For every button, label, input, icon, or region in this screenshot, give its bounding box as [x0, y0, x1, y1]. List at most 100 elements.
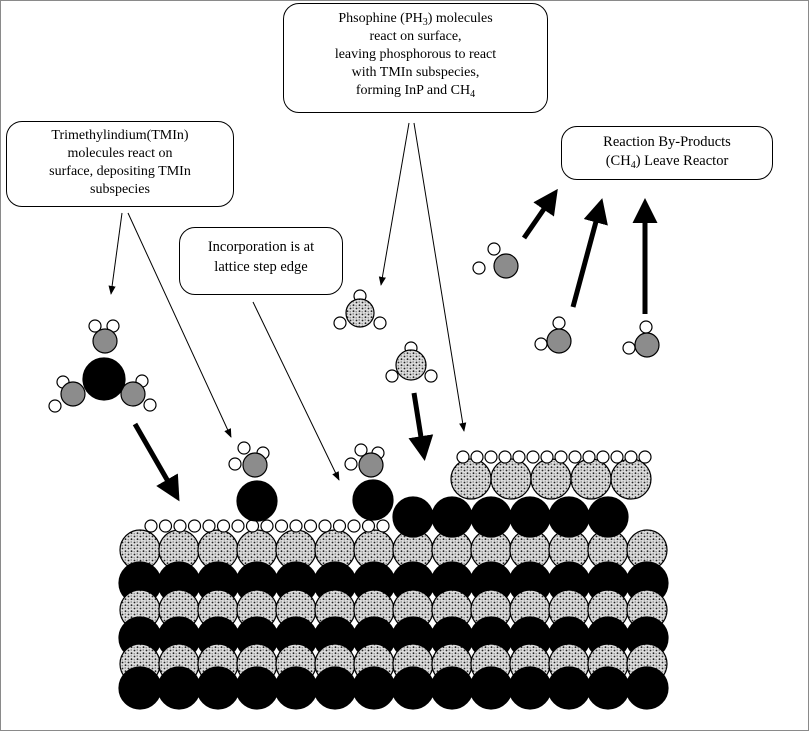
indium-atom: [508, 666, 552, 710]
methane-byproduct-molecule: [622, 320, 660, 358]
hydrogen-atom: [554, 450, 568, 464]
phosphine-line1-post: ) molecules: [427, 11, 493, 26]
hydrogen-atom: [470, 450, 484, 464]
indium-atom: [352, 666, 396, 710]
hydrogen-atom: [332, 519, 347, 533]
hydrogen-atom: [344, 457, 358, 471]
hydrogen-atom: [289, 519, 303, 533]
tmin-callout-line-3: surface, depositing TMIn: [49, 164, 191, 179]
carbon-atom: [92, 328, 118, 354]
hydrogen-atom: [596, 450, 610, 464]
pointer-arrow: [413, 122, 467, 432]
phosphorus-atom: [450, 458, 492, 500]
phosphine-callout-line-1: Phsophine (PH3) molecules: [292, 10, 539, 28]
hydrogen-atom: [333, 316, 347, 330]
hydrogen-atom: [260, 519, 274, 533]
hydrogen-atom: [173, 519, 187, 533]
hydrogen-atom: [622, 341, 636, 355]
indium-atom: [236, 480, 278, 522]
phosphorus-atom: [395, 349, 427, 381]
pointer-arrow: [108, 212, 123, 295]
indium-atom: [274, 666, 318, 710]
hydrogen-atom: [231, 519, 245, 533]
hydrogen-atom: [158, 519, 173, 533]
carbon-atom: [120, 381, 146, 407]
hydrogen-atom: [228, 457, 242, 471]
step-edge-tmin-subspecies: [344, 443, 394, 521]
reaction-arrows: [108, 122, 658, 502]
pointer-arrow: [378, 122, 410, 286]
hydrogen-atom: [88, 319, 102, 333]
motion-arrow: [570, 198, 608, 308]
gas-phase-molecules: [48, 242, 660, 522]
byproducts-callout: Reaction By-Products (CH4) Leave Reactor: [561, 126, 773, 180]
incorporation-callout-line-2: lattice step edge: [214, 259, 308, 275]
indium-atom: [313, 666, 357, 710]
indium-atom: [82, 357, 126, 401]
indium-atom: [509, 496, 551, 538]
byproducts-callout-line-2: (CH4) Leave Reactor: [570, 152, 764, 171]
indium-atom: [430, 666, 474, 710]
phosphine-molecule: [333, 289, 387, 330]
phosphine-line5-sub: 4: [470, 89, 476, 100]
hydrogen-atom: [245, 519, 260, 533]
incorporation-callout: Incorporation is at lattice step edge: [179, 227, 343, 295]
phosphorus-atom: [610, 458, 652, 500]
byproducts-line2-pre: (CH: [605, 153, 631, 169]
pointer-arrow: [127, 212, 232, 438]
carbon-atom: [60, 381, 86, 407]
indium-atom: [352, 479, 394, 521]
incorporation-callout-line-1: Incorporation is at: [207, 239, 315, 255]
hydrogen-atom: [385, 369, 399, 383]
adsorbed-tmin-subspecies: [228, 441, 278, 522]
methane-byproduct-molecule: [472, 242, 519, 279]
hydrogen-atom: [216, 519, 231, 533]
phosphorus-atom: [345, 298, 375, 328]
hydrogen-atom: [373, 316, 387, 330]
hydrogen-atom: [354, 443, 368, 457]
indium-atom: [586, 666, 630, 710]
tmin-callout-line-2: molecules react on: [67, 146, 173, 161]
phosphine-molecule: [385, 341, 438, 383]
carbon-atom: [546, 328, 572, 354]
byproducts-callout-line-1: Reaction By-Products: [603, 134, 731, 150]
phosphine-callout-line-3: leaving phosphorous to react: [334, 47, 497, 62]
hydrogen-atom: [376, 519, 390, 533]
phosphorus-atom: [570, 458, 612, 500]
hydrogen-atom: [143, 398, 157, 412]
hydrogen-atom: [639, 320, 653, 334]
hydrogen-atom: [347, 519, 361, 533]
phosphine-callout-line-5: forming InP and CH4: [292, 82, 539, 100]
hydrogen-atom: [303, 519, 318, 533]
hydrogen-atom: [472, 261, 486, 275]
phosphine-callout: Phsophine (PH3) molecules react on surfa…: [283, 3, 548, 113]
indium-atom: [118, 666, 162, 710]
indium-atom: [625, 666, 669, 710]
indium-atom: [196, 666, 240, 710]
hydrogen-atom: [318, 519, 332, 533]
hydrogen-atom: [552, 316, 566, 330]
hydrogen-atom: [48, 399, 62, 413]
tmin-molecule: [48, 319, 157, 413]
inp-crystal-substrate: [118, 450, 669, 710]
motion-arrow: [132, 422, 180, 502]
carbon-atom: [358, 452, 384, 478]
hydrogen-atom: [237, 441, 251, 455]
hydrogen-atom: [274, 519, 289, 533]
tmin-callout-line-4: subspecies: [90, 182, 150, 197]
motion-arrow: [521, 188, 558, 240]
hydrogen-atom: [424, 369, 438, 383]
pointer-arrow: [252, 301, 340, 481]
indium-atom: [157, 666, 201, 710]
hydrogen-atom: [361, 519, 376, 533]
indium-atom: [431, 496, 473, 538]
phosphine-line1-sub: 3: [422, 17, 428, 28]
methane-byproduct-molecule: [534, 316, 572, 354]
indium-atom: [469, 666, 513, 710]
hydrogen-atom: [568, 450, 582, 464]
hydrogen-atom: [638, 450, 652, 464]
hydrogen-atom: [512, 450, 526, 464]
phosphorus-atom: [530, 458, 572, 500]
